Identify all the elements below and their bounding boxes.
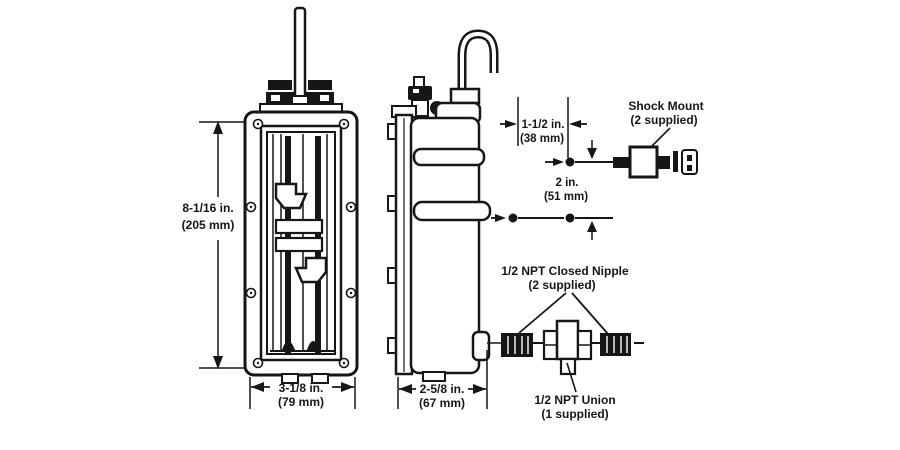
shock-mount-stud-left xyxy=(613,157,631,168)
union-qty: (1 supplied) xyxy=(541,407,608,421)
closed-nipple-right xyxy=(600,333,631,356)
height-dim-inches: 8-1/16 in. xyxy=(182,201,233,215)
shock-mount-drawing: Shock Mount (2 supplied) xyxy=(607,99,704,179)
cover-screws xyxy=(245,118,357,369)
dim-height: 8-1/16 in. (205 mm) xyxy=(182,121,244,369)
dim-mount-offset: 1-1/2 in. (38 mm) xyxy=(500,97,587,158)
nipple-leader-left xyxy=(518,292,567,334)
shock-mount-block xyxy=(628,145,659,179)
upper-mount-point xyxy=(565,157,575,167)
side-view-drawing xyxy=(387,29,499,382)
mounting-boss xyxy=(412,200,492,222)
dim-side-depth: 2-5/8 in. (67 mm) xyxy=(397,350,488,410)
front-foot-right xyxy=(311,373,329,384)
mounting-flange xyxy=(387,105,417,376)
internal-mechanism xyxy=(270,134,334,353)
shock-mount-label: Shock Mount xyxy=(628,99,703,113)
front-view-drawing xyxy=(243,6,359,384)
top-fittings xyxy=(259,80,343,114)
dim-mount-spacing: 2 in. (51 mm) xyxy=(491,140,613,240)
side-depth-inches: 2-5/8 in. xyxy=(420,382,465,396)
dim-front-width: 3-1/8 in. (79 mm) xyxy=(249,377,356,409)
height-dim-mm: (205 mm) xyxy=(182,218,235,232)
mount-spacing-mm: (51 mm) xyxy=(544,191,588,203)
lower-boss xyxy=(471,330,491,362)
npt-union xyxy=(542,319,593,376)
shock-mount-end-view xyxy=(681,149,698,175)
lower-mount-point-right xyxy=(565,213,575,223)
side-depth-mm: (67 mm) xyxy=(419,396,465,410)
upper-rib xyxy=(412,147,486,167)
nipple-leader-right xyxy=(571,292,609,335)
union-drawing: 1/2 NPT Closed Nipple (2 supplied) xyxy=(487,264,644,421)
shock-mount-qty: (2 supplied) xyxy=(630,113,697,127)
mount-offset-mm: (38 mm) xyxy=(520,133,564,145)
union-leader xyxy=(566,362,577,393)
union-label: 1/2 NPT Union xyxy=(534,393,615,407)
closed-nipple-left xyxy=(501,333,533,357)
lower-mount-point-left xyxy=(508,213,518,223)
front-width-inches: 3-1/8 in. xyxy=(279,381,324,395)
mount-spacing-inches: 2 in. xyxy=(555,177,578,189)
shock-mount-washer xyxy=(673,151,678,172)
mount-offset-inches: 1-1/2 in. xyxy=(522,119,565,131)
side-foot xyxy=(422,371,446,382)
closed-nipple-label: 1/2 NPT Closed Nipple xyxy=(501,264,629,278)
front-foot-left xyxy=(281,373,299,384)
shock-mount-stud-right xyxy=(657,156,670,169)
lower-float xyxy=(294,256,328,284)
front-width-mm: (79 mm) xyxy=(278,395,324,409)
closed-nipple-qty: (2 supplied) xyxy=(528,278,595,292)
upper-float xyxy=(274,182,308,210)
